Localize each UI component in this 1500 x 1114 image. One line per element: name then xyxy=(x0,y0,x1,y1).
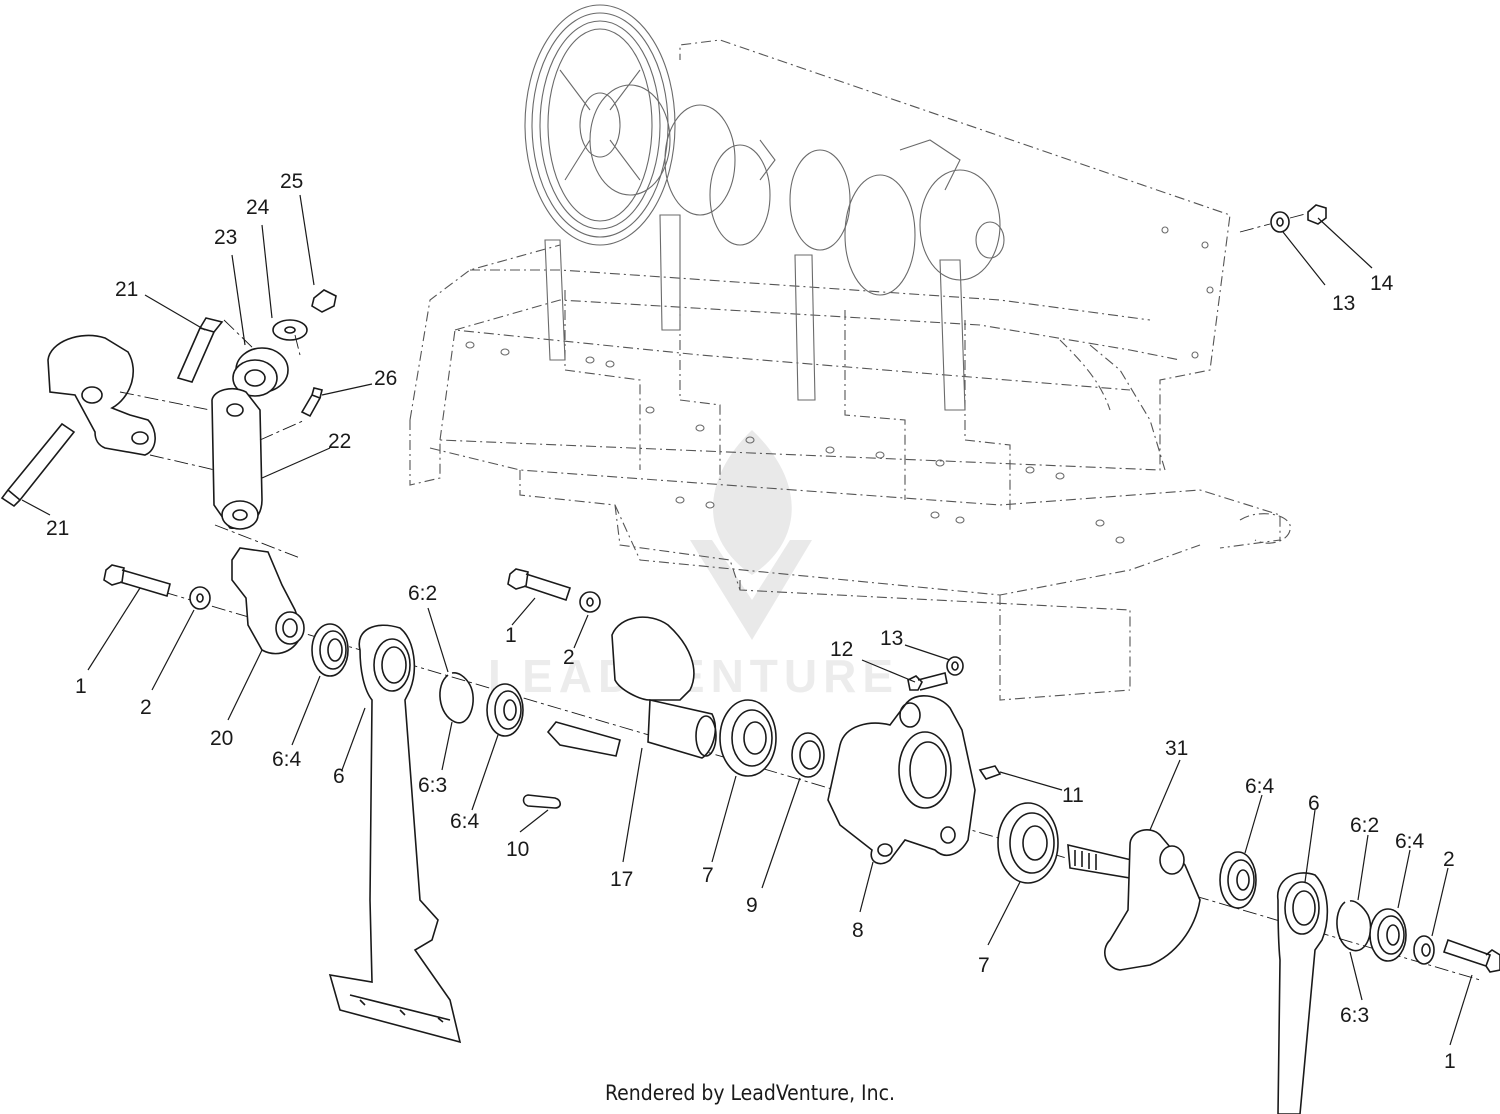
callout-9: 9 xyxy=(746,894,758,917)
callout-6-3: 6:3 xyxy=(1340,1004,1369,1027)
callout-6-4: 6:4 xyxy=(450,810,480,833)
callout-20: 20 xyxy=(210,727,233,750)
bolt-26 xyxy=(300,387,323,418)
callout-6-4: 6:4 xyxy=(1395,830,1425,853)
callout-11: 11 xyxy=(1062,784,1084,807)
washer-13-middle xyxy=(946,656,964,676)
callout-21: 21 xyxy=(115,278,138,301)
pulley-background xyxy=(524,4,676,246)
nut-14 xyxy=(1307,204,1327,225)
callout-6-3: 6:3 xyxy=(418,774,447,797)
callout-2: 2 xyxy=(140,696,152,719)
watermark-logo xyxy=(690,430,812,640)
nut-25 xyxy=(311,289,337,313)
bolt-12 xyxy=(907,672,948,691)
callout-13: 13 xyxy=(1332,292,1355,315)
callout-10: 10 xyxy=(506,838,529,861)
callout-6-2: 6:2 xyxy=(1350,814,1379,837)
callout-26: 26 xyxy=(374,367,397,390)
washer-13 xyxy=(1270,211,1290,233)
callout-6-4: 6:4 xyxy=(1245,775,1275,798)
connecting-rod-6-left xyxy=(328,624,462,1044)
footer-credit: Rendered by LeadVenture, Inc. xyxy=(605,1081,895,1105)
bearing-6-4-b xyxy=(486,683,524,737)
leader-lines xyxy=(21,194,1473,1046)
callout-6-2: 6:2 xyxy=(408,582,437,605)
callout-23: 23 xyxy=(214,226,237,249)
bolt-1-right xyxy=(1442,938,1500,973)
washer-2-right xyxy=(1413,935,1435,965)
exploded-shaft-parts xyxy=(103,547,1500,1114)
callout-22: 22 xyxy=(328,430,351,453)
callout-17: 17 xyxy=(610,868,633,891)
tensioner-assembly xyxy=(0,289,337,559)
callout-1: 1 xyxy=(505,624,517,647)
bearing-6-4-a xyxy=(311,623,349,677)
callout-6: 6 xyxy=(333,765,345,788)
snap-ring-6-2-left xyxy=(439,672,474,724)
callout-13: 13 xyxy=(880,627,903,650)
callout-6-4: 6:4 xyxy=(272,748,302,771)
callout-21: 21 xyxy=(46,517,69,540)
callout-31: 31 xyxy=(1165,737,1188,760)
callout-2: 2 xyxy=(1443,848,1455,871)
callout-1: 1 xyxy=(1444,1050,1456,1073)
callout-14: 14 xyxy=(1370,272,1394,295)
bolt-1-left xyxy=(103,564,171,598)
frame-assembly-background xyxy=(409,4,1291,701)
callout-8: 8 xyxy=(852,919,864,942)
connecting-rod-6-right xyxy=(1277,872,1329,1114)
bearing-6-4-c xyxy=(1219,851,1257,909)
snap-ring-6-2-right xyxy=(1336,900,1372,952)
callout-24: 24 xyxy=(246,196,270,219)
callout-6: 6 xyxy=(1308,792,1320,815)
washer-2-left xyxy=(189,586,211,610)
callout-1: 1 xyxy=(75,675,87,698)
callout-7: 7 xyxy=(702,864,714,887)
callout-25: 25 xyxy=(280,170,303,193)
bearing-6-4-d xyxy=(1369,908,1407,962)
bolt-1-middle xyxy=(507,568,572,602)
callout-12: 12 xyxy=(830,638,853,661)
crank-arm-17 xyxy=(611,616,695,701)
bolt-21-lower xyxy=(0,422,76,508)
bearing-7-right xyxy=(997,802,1059,884)
callout-7: 7 xyxy=(978,954,990,977)
idler-roller-23 xyxy=(232,347,289,397)
bearing-7-left xyxy=(719,699,777,777)
spacer-9 xyxy=(791,732,825,778)
callout-2: 2 xyxy=(563,646,575,669)
washer-2-middle xyxy=(579,591,601,613)
key-10 xyxy=(522,794,562,809)
bolt-21-upper xyxy=(176,317,224,383)
pin-11 xyxy=(978,765,1002,780)
callout-labels: 25 24 23 21 26 22 21 14 13 1 2 20 6:4 6 … xyxy=(46,170,1456,1073)
washer-24 xyxy=(272,319,308,341)
